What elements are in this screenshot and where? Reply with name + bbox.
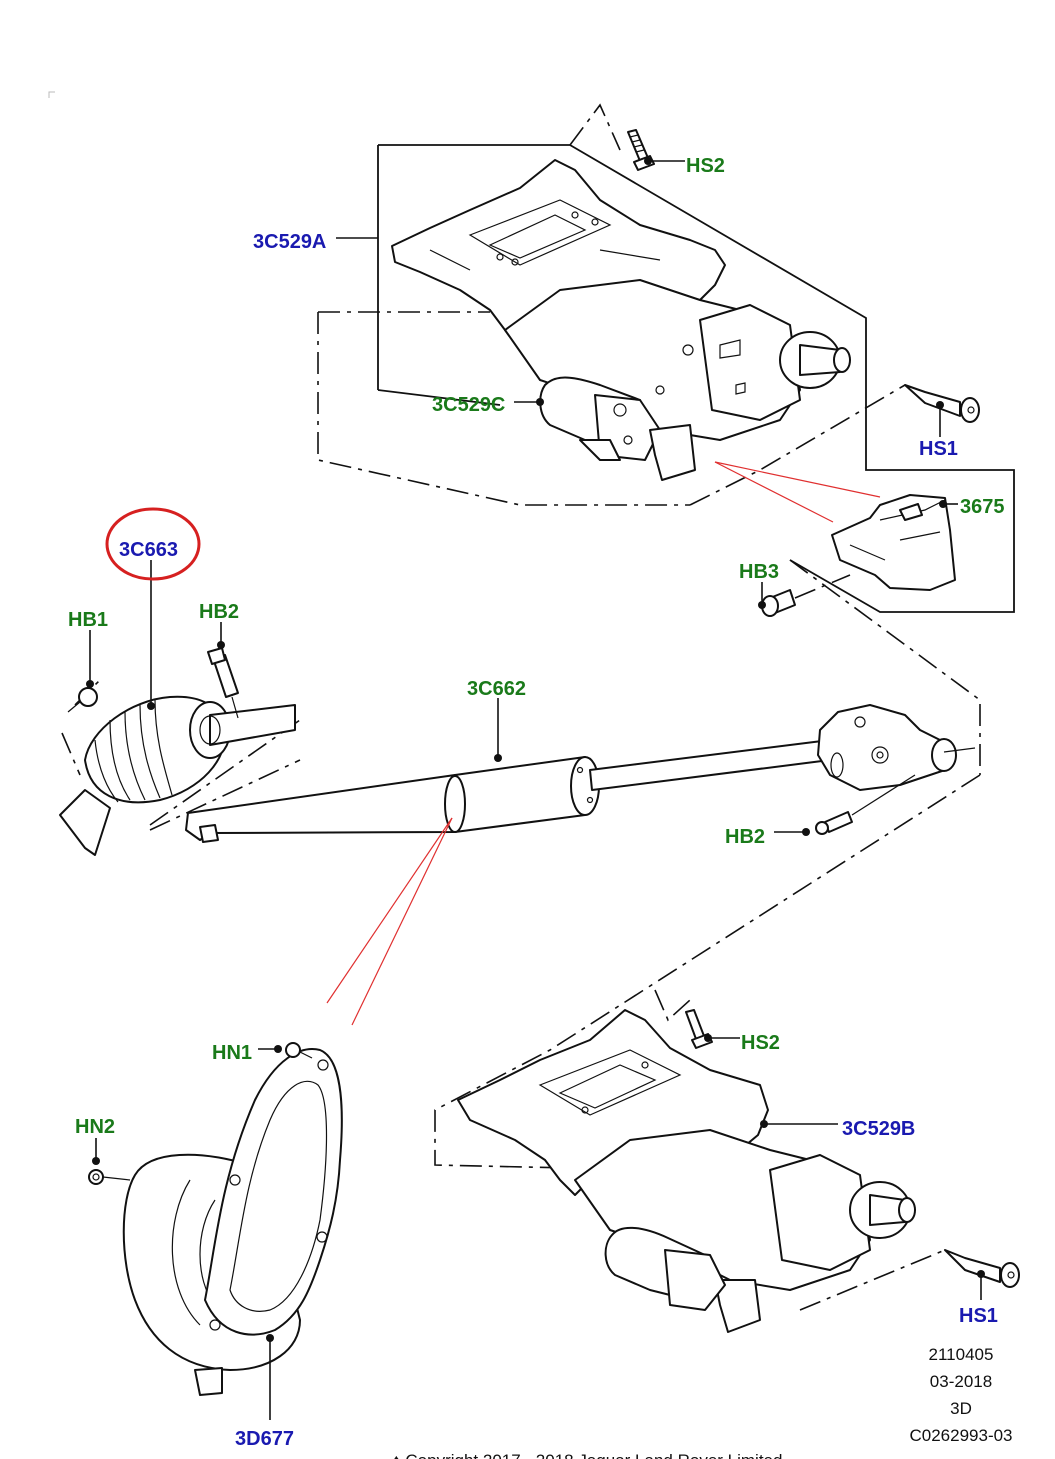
ref-line-3d677-b <box>351 817 453 1026</box>
dash-line-right-upper <box>789 559 981 775</box>
label-hs2-top: HS2 <box>686 155 725 177</box>
ref-line-3d677-a <box>326 817 453 1004</box>
label-hb3: HB3 <box>739 561 779 583</box>
bolt-hs1-top <box>904 384 980 423</box>
reference-block: 2110405 03-2018 3D C0262993-03 <box>909 1345 1012 1445</box>
leader-lines <box>86 157 985 1420</box>
label-hn1: HN1 <box>212 1042 252 1064</box>
dash-line-left-a <box>149 719 301 826</box>
dash-line-right-lower <box>434 774 981 1169</box>
dash-line-hs1 <box>689 384 906 506</box>
label-3c529a: 3C529A <box>253 231 326 253</box>
label-3c663: 3C663 <box>119 539 178 561</box>
column-mounting-bracket-3c529b <box>457 1009 769 1196</box>
adjust-motor-3c529c <box>539 376 696 481</box>
top-column-assembly-group <box>317 103 1015 617</box>
column-body-lower <box>574 1129 916 1291</box>
label-hb2-right: HB2 <box>725 826 765 848</box>
middle-shaft-group <box>59 559 981 1169</box>
bellows-boot-3c663 <box>59 695 296 856</box>
ref-number: 2110405 <box>929 1345 994 1364</box>
nut-hn2 <box>88 1169 131 1185</box>
bolt-hb2-right <box>815 774 916 835</box>
assembly-bracket-bottom <box>377 389 501 406</box>
copyright-text: ♦ Copyright 2017 - 2018 Jaguar Land Rove… <box>392 1451 782 1459</box>
adjust-motor-lower <box>604 1226 761 1333</box>
part-labels: HS2 3C529A 3C529C HS1 3675 HB3 3C663 HB1… <box>68 155 1005 1450</box>
label-3c529c: 3C529C <box>432 394 505 416</box>
dash-line-hs2-bottom <box>654 989 691 1022</box>
bolt-hb3 <box>761 574 851 617</box>
ref-view: 3D <box>950 1399 972 1418</box>
intermediate-shaft-3c662 <box>185 739 831 843</box>
bottom-column-assembly-group <box>457 989 1020 1333</box>
label-hb1: HB1 <box>68 609 108 631</box>
assembly-bracket-box <box>378 144 1015 613</box>
label-hb2-left: HB2 <box>199 601 239 623</box>
label-3d677: 3D677 <box>235 1428 294 1450</box>
label-3c662: 3C662 <box>467 678 526 700</box>
ref-code: C0262993-03 <box>909 1426 1012 1445</box>
column-body-upper <box>504 279 851 441</box>
universal-joint-right <box>817 704 976 791</box>
lock-module-3675 <box>831 494 956 591</box>
column-cover-3d677 <box>88 1042 343 1396</box>
label-hn2: HN2 <box>75 1116 115 1138</box>
label-3675: 3675 <box>960 496 1005 518</box>
bolt-hb2-left <box>207 647 239 719</box>
nut-hn1 <box>285 1042 313 1059</box>
bolt-hs1-bottom <box>944 1249 1020 1288</box>
ref-line-3675-a <box>714 461 881 498</box>
highlight-circle <box>105 507 201 581</box>
nut-hb1 <box>67 687 98 713</box>
label-3c529b: 3C529B <box>842 1118 915 1140</box>
bolt-hs2-bottom <box>685 1009 713 1049</box>
label-hs2-bottom: HS2 <box>741 1032 780 1054</box>
dash-line-left-b <box>149 759 301 831</box>
ref-date: 03-2018 <box>930 1372 992 1391</box>
ref-line-3675-b <box>714 461 834 523</box>
label-hs1-top: HS1 <box>919 438 958 460</box>
dash-enclosure-top <box>317 103 690 506</box>
label-hs1-bottom: HS1 <box>959 1305 998 1327</box>
crop-mark <box>48 91 55 98</box>
